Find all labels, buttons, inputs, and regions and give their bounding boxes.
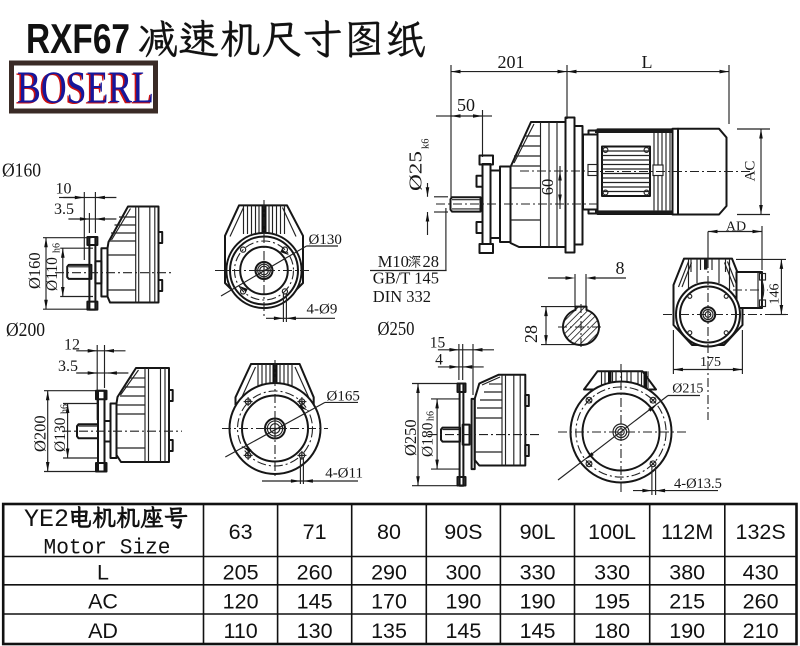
svg-text:112M: 112M — [661, 520, 713, 544]
svg-text:215: 215 — [669, 590, 705, 614]
svg-text:RXF67: RXF67 — [26, 15, 130, 62]
svg-text:Ø215: Ø215 — [672, 382, 703, 397]
svg-text:Ø200: Ø200 — [6, 319, 45, 341]
svg-text:Ø160: Ø160 — [25, 252, 44, 289]
svg-text:BOSERL: BOSERL — [15, 63, 152, 114]
svg-text:Ø160: Ø160 — [2, 160, 41, 182]
svg-text:120: 120 — [223, 590, 259, 614]
svg-text:Ø110: Ø110 — [44, 257, 61, 291]
svg-text:Ø180: Ø180 — [420, 422, 437, 457]
svg-text:3.5: 3.5 — [54, 201, 74, 218]
svg-text:90S: 90S — [444, 520, 482, 544]
svg-text:L: L — [97, 561, 109, 585]
svg-text:4-Ø11: 4-Ø11 — [325, 466, 363, 482]
svg-text:AD: AD — [88, 619, 118, 643]
svg-text:330: 330 — [520, 561, 556, 585]
svg-text:DIN 332: DIN 332 — [373, 287, 431, 306]
svg-text:AC: AC — [88, 590, 118, 614]
svg-text:210: 210 — [743, 619, 779, 643]
svg-text:110: 110 — [223, 619, 257, 643]
svg-text:132S: 132S — [735, 520, 785, 544]
svg-text:Ø25: Ø25 — [406, 151, 426, 191]
svg-text:4-Ø9: 4-Ø9 — [307, 302, 338, 318]
svg-text:201: 201 — [498, 52, 525, 72]
svg-text:Ø130: Ø130 — [52, 417, 69, 452]
svg-text:Motor Size: Motor Size — [44, 536, 171, 561]
svg-text:90L: 90L — [520, 520, 556, 544]
svg-text:YE2: YE2 — [24, 505, 69, 534]
svg-text:4-Ø13.5: 4-Ø13.5 — [674, 476, 722, 492]
svg-text:330: 330 — [594, 561, 630, 585]
svg-text:71: 71 — [303, 520, 327, 544]
svg-text:8: 8 — [616, 258, 625, 278]
svg-text:60: 60 — [538, 179, 557, 196]
svg-text:146: 146 — [768, 284, 783, 305]
svg-text:28: 28 — [423, 252, 440, 271]
svg-text:10: 10 — [56, 181, 72, 198]
svg-text:3.5: 3.5 — [58, 358, 78, 375]
svg-text:63: 63 — [229, 520, 253, 544]
svg-text:15: 15 — [430, 335, 446, 352]
svg-text:AC: AC — [743, 161, 759, 182]
svg-text:190: 190 — [445, 590, 481, 614]
svg-text:h6: h6 — [52, 243, 63, 253]
svg-text:145: 145 — [297, 590, 333, 614]
svg-text:L: L — [642, 52, 653, 72]
svg-text:Ø200: Ø200 — [31, 415, 50, 452]
svg-text:Ø165: Ø165 — [327, 389, 360, 405]
svg-text:260: 260 — [743, 590, 779, 614]
svg-text:k6: k6 — [421, 139, 432, 150]
svg-text:170: 170 — [371, 590, 407, 614]
svg-text:430: 430 — [743, 561, 779, 585]
svg-text:Ø250: Ø250 — [401, 419, 420, 456]
svg-text:h6: h6 — [426, 411, 437, 421]
svg-text:145: 145 — [445, 619, 481, 643]
svg-text:300: 300 — [445, 561, 481, 585]
svg-text:28: 28 — [521, 325, 541, 343]
svg-text:M10: M10 — [378, 252, 409, 271]
svg-text:135: 135 — [371, 619, 407, 643]
svg-text:130: 130 — [297, 619, 333, 643]
svg-text:AD: AD — [726, 220, 746, 235]
svg-text:175: 175 — [700, 355, 721, 370]
svg-text:290: 290 — [371, 561, 407, 585]
svg-text:260: 260 — [297, 561, 333, 585]
svg-text:145: 145 — [520, 619, 556, 643]
svg-text:205: 205 — [223, 561, 259, 585]
svg-text:180: 180 — [594, 619, 630, 643]
svg-text:50: 50 — [457, 95, 475, 115]
svg-text:Ø130: Ø130 — [309, 232, 342, 248]
svg-text:195: 195 — [594, 590, 630, 614]
svg-text:GB/T 145: GB/T 145 — [373, 268, 439, 287]
svg-text:380: 380 — [669, 561, 705, 585]
svg-text:BOSERL: BOSERL — [17, 62, 154, 113]
svg-text:190: 190 — [669, 619, 705, 643]
svg-text:12: 12 — [64, 337, 80, 354]
svg-text:80: 80 — [377, 520, 401, 544]
svg-text:190: 190 — [520, 590, 556, 614]
svg-text:Ø250: Ø250 — [378, 318, 415, 340]
svg-text:100L: 100L — [588, 520, 636, 544]
svg-text:h6: h6 — [60, 404, 71, 414]
svg-text:4: 4 — [435, 352, 443, 369]
